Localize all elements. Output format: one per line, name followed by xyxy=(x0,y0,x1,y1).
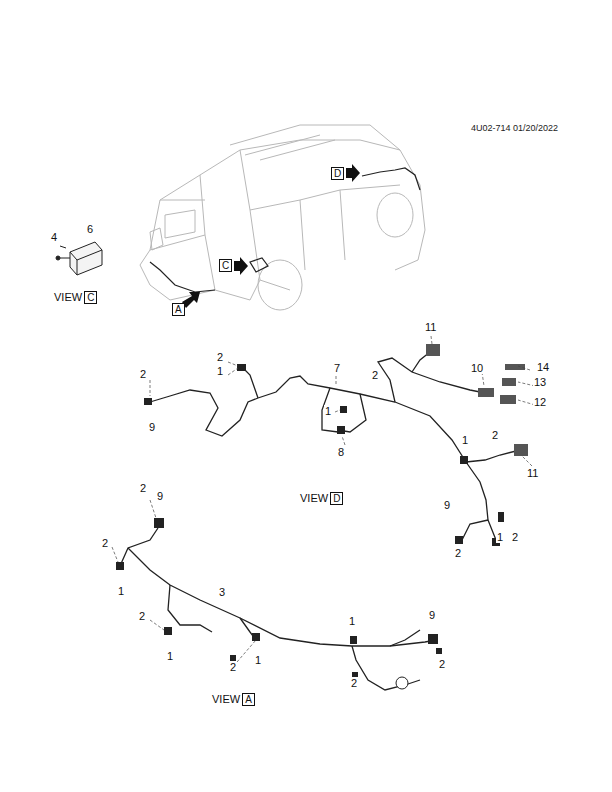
callout-number: 2 xyxy=(438,658,446,670)
view-label: VIEW xyxy=(53,291,83,303)
callout-number: 4 xyxy=(50,231,58,243)
vehicle-outline xyxy=(140,125,425,310)
view-a-sensors xyxy=(116,518,442,689)
callout-number: 9 xyxy=(443,499,451,511)
callout-number: 1 xyxy=(216,365,224,377)
callout-number: 1 xyxy=(117,585,125,597)
view-letter: C xyxy=(219,259,232,272)
callout-number: 1 xyxy=(348,615,356,627)
drawing-number: 4U02-714 01/20/2022 xyxy=(470,122,559,134)
callout-number: 1 xyxy=(254,654,262,666)
callout-number: 3 xyxy=(218,586,226,598)
control-module xyxy=(56,242,102,275)
callout-number: 1 xyxy=(496,531,504,543)
callout-number: 2 xyxy=(139,482,147,494)
callout-number: 11 xyxy=(424,321,437,333)
callout-number: 2 xyxy=(350,677,358,689)
callout-number: 10 xyxy=(470,362,484,374)
callout-number: 2 xyxy=(101,537,109,549)
callout-number: 2 xyxy=(371,369,379,381)
view-arrows xyxy=(182,164,360,308)
callout-number: 9 xyxy=(148,421,156,433)
vehicle-harness xyxy=(150,168,420,292)
view-letter: D xyxy=(331,167,344,180)
callout-number: 13 xyxy=(533,376,547,388)
harness-view-a xyxy=(120,528,436,690)
harness-view-d xyxy=(150,352,520,540)
callout-number: 9 xyxy=(428,609,436,621)
view-label: VIEW xyxy=(299,492,329,504)
callout-number: 12 xyxy=(533,396,547,408)
callout-number: 2 xyxy=(511,531,519,543)
view-d-connectors xyxy=(144,344,528,546)
view-label: VIEW xyxy=(211,693,241,705)
callout-number: 2 xyxy=(491,429,499,441)
view-letter: D xyxy=(330,492,343,505)
callout-number: 2 xyxy=(139,368,147,380)
callout-number: 1 xyxy=(461,434,469,446)
view-letter: A xyxy=(242,693,255,706)
leader-lines xyxy=(112,336,535,662)
callout-number: 9 xyxy=(156,490,164,502)
callout-number: 7 xyxy=(333,362,341,374)
view-letter: A xyxy=(172,303,185,316)
callout-number: 11 xyxy=(526,467,539,479)
view-letter: C xyxy=(84,291,97,304)
callout-number: 2 xyxy=(216,351,224,363)
callout-number: 2 xyxy=(229,661,237,673)
callout-number: 14 xyxy=(536,361,550,373)
callout-number: 8 xyxy=(337,446,345,458)
callout-number: 1 xyxy=(324,405,332,417)
callout-number: 2 xyxy=(138,610,146,622)
callout-number: 2 xyxy=(454,547,462,559)
callout-number: 6 xyxy=(86,223,94,235)
callout-number: 1 xyxy=(166,650,174,662)
